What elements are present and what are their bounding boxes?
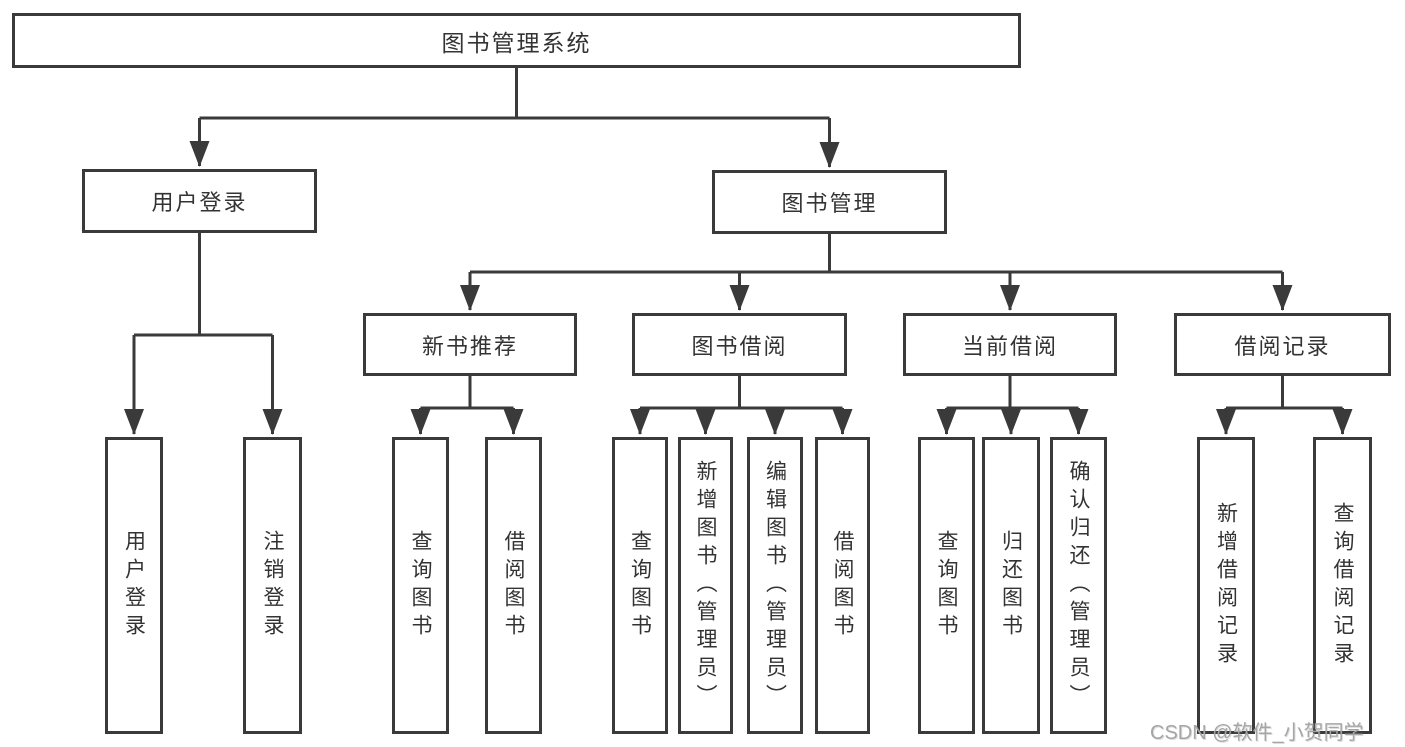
node-label: 用户登录 bbox=[151, 190, 248, 215]
node-user-login: 用户登录 bbox=[82, 169, 317, 233]
node-label: 确认归还（管理员） bbox=[1067, 459, 1090, 712]
node-label: 查询图书 bbox=[935, 529, 958, 642]
node-borrow-records: 借阅记录 bbox=[1174, 313, 1391, 376]
leaf-newbook-borrow-books: 借阅图书 bbox=[485, 437, 542, 734]
node-label: 编辑图书（管理员） bbox=[763, 459, 787, 712]
node-label: 用户登录 bbox=[122, 529, 146, 642]
leaf-borrowing-query-books: 查询图书 bbox=[612, 437, 668, 734]
node-label: 查询借阅记录 bbox=[1331, 501, 1354, 670]
node-label: 图书管理 bbox=[781, 191, 878, 216]
node-label: 注销登录 bbox=[261, 529, 284, 642]
leaf-current-confirm-return-admin: 确认归还（管理员） bbox=[1050, 437, 1107, 734]
node-label: 当前借阅 bbox=[961, 333, 1058, 359]
leaf-current-query-books: 查询图书 bbox=[918, 437, 975, 734]
node-label: 新书推荐 bbox=[421, 333, 518, 359]
leaf-user-login: 用户登录 bbox=[105, 437, 163, 734]
node-label: 新增借阅记录 bbox=[1214, 501, 1238, 670]
node-label: 图书管理系统 bbox=[441, 29, 592, 56]
node-book-management: 图书管理 bbox=[712, 170, 947, 234]
node-label: 归还图书 bbox=[999, 529, 1023, 642]
leaf-logout: 注销登录 bbox=[243, 437, 302, 734]
csdn-watermark: CSDN @软件_小贺同学 bbox=[1150, 722, 1364, 744]
leaf-records-query-record: 查询借阅记录 bbox=[1313, 437, 1372, 734]
node-library-management-system: 图书管理系统 bbox=[12, 13, 1021, 68]
node-label: 查询图书 bbox=[628, 529, 652, 642]
node-label: 新增图书（管理员） bbox=[694, 459, 717, 712]
leaf-records-add-record: 新增借阅记录 bbox=[1197, 437, 1255, 734]
node-new-book-recommend: 新书推荐 bbox=[363, 313, 577, 376]
leaf-borrowing-add-books-admin: 新增图书（管理员） bbox=[678, 437, 733, 734]
leaf-current-return-books: 归还图书 bbox=[982, 437, 1040, 734]
node-book-borrowing: 图书借阅 bbox=[632, 313, 847, 376]
leaf-borrowing-edit-books-admin: 编辑图书（管理员） bbox=[747, 437, 803, 734]
leaf-borrowing-borrow-books: 借阅图书 bbox=[815, 437, 870, 734]
node-label: 借阅图书 bbox=[502, 529, 525, 642]
node-label: 借阅记录 bbox=[1234, 333, 1331, 359]
leaf-newbook-query-books: 查询图书 bbox=[392, 437, 449, 734]
node-label: 查询图书 bbox=[409, 529, 432, 642]
node-current-borrowing: 当前借阅 bbox=[903, 313, 1117, 376]
node-label: 借阅图书 bbox=[831, 529, 854, 642]
node-label: 图书借阅 bbox=[691, 333, 788, 359]
